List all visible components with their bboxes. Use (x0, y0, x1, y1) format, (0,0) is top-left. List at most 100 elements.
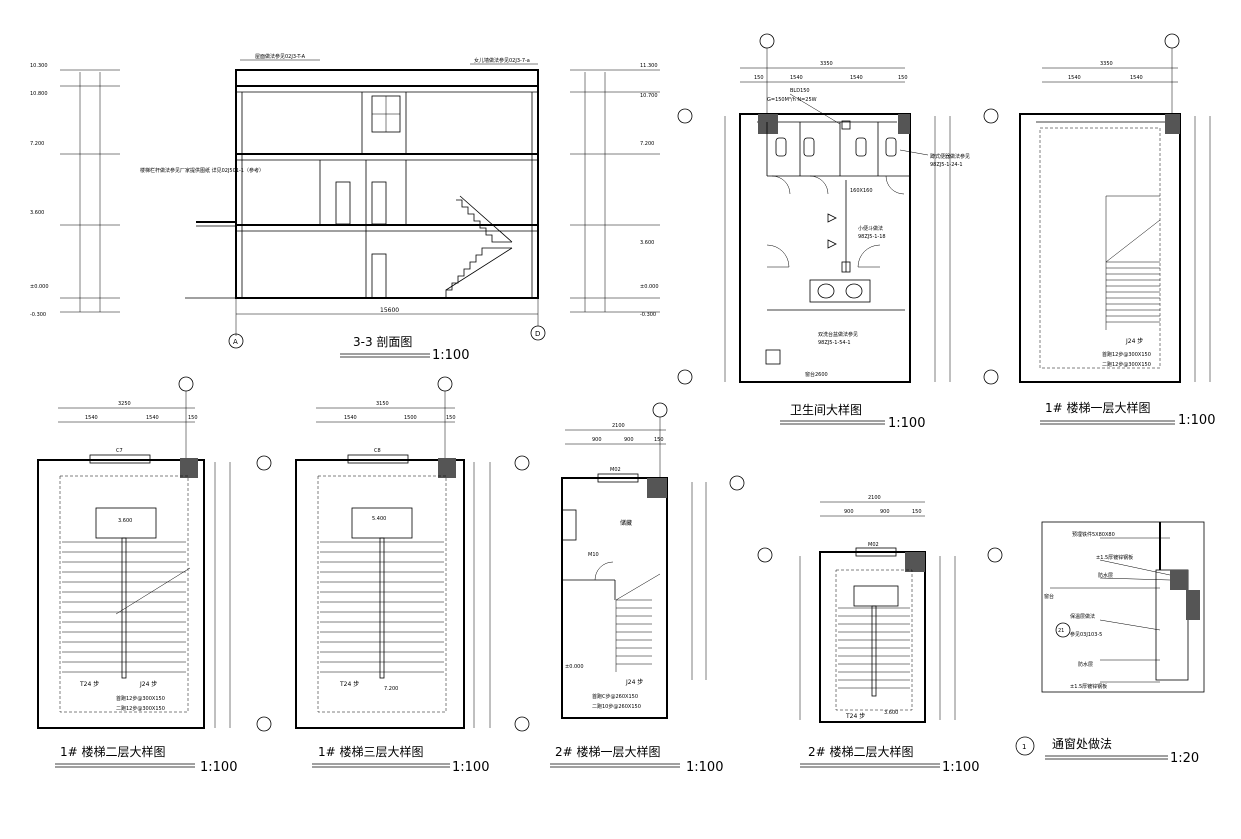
s13-dim-3: 150 (446, 415, 456, 421)
s12-level: 3.600 (118, 518, 132, 524)
level-l-1: 10.300 (30, 63, 48, 69)
s22-level: 3.600 (884, 710, 898, 716)
s11-treads (1106, 261, 1160, 323)
s22-scale: 1:100 (942, 760, 979, 775)
s13-window: C8 (374, 448, 381, 454)
detail-scale: 1:20 (1170, 751, 1199, 766)
detail-title: 通窗处做法 (1052, 736, 1112, 751)
level-l-4: 3.600 (30, 210, 44, 216)
s12-note3: 二跑12步@300X150 (116, 705, 165, 712)
s11-dim-total: 3350 (1100, 61, 1113, 67)
detail-window: 预埋铁件5X80X80 ±1.5厚镀锌钢板 防水层 窗台 保温层做法 参见03J… (1015, 521, 1205, 766)
section-note-stair: 楼梯栏杆做法参见厂家提供图纸 详见02J501-1（参考） (140, 167, 264, 174)
toilet-note5: 双洗台盆做法参见 (818, 331, 858, 338)
toilet-note5b: 98ZJ5-1-54-1 (818, 340, 851, 346)
s21-treads (616, 599, 652, 665)
s12-scale: 1:100 (200, 760, 237, 775)
s21-level: ±0.000 (565, 664, 584, 670)
level-r-3: 7.200 (640, 141, 654, 147)
s12-note1: J24 步 (139, 680, 157, 688)
toilet-note3b: 98ZJ5-1-24-1 (930, 162, 963, 168)
s22-dim-1: 900 (844, 509, 854, 515)
s13-scale: 1:100 (452, 760, 489, 775)
section-3-3: A D 15600 屋面做法参见02J3-T-A 女儿墙做法参见02J3-7-a… (30, 53, 660, 363)
s22-mark: T24 步 (845, 712, 865, 720)
s21-scale: 1:100 (686, 760, 723, 775)
section-note-parapet: 女儿墙做法参见02J3-7-a (474, 57, 530, 64)
section-scale: 1:100 (432, 348, 469, 363)
s13-mark: T24 步 (339, 680, 359, 688)
s13-dim-2: 1500 (404, 415, 417, 421)
s12-title: 1# 楼梯二层大样图 (60, 744, 166, 759)
section-note-roof: 屋面做法参见02J3-T-A (255, 53, 306, 60)
s21-title: 2# 楼梯一层大样图 (555, 744, 661, 759)
level-l-2: 10.800 (30, 91, 48, 97)
toilet-detail: 3350 150 1540 1540 150 窗台2600 (677, 33, 1180, 431)
detail-note-5: 保温层做法 (1070, 613, 1095, 620)
stair2-floor1: 2100 900 900 150 M02 储藏 M10 ±0.000 J24 步… (550, 402, 745, 775)
stair1-floor2: 3250 1540 1540 150 C7 3.600 J24 步 T24 步 … (37, 376, 272, 775)
toilet-note4: 小便斗做法 (858, 225, 883, 232)
s11-note1: J24 步 (1125, 337, 1143, 345)
s21-note1: J24 步 (625, 678, 643, 686)
s22-treads (838, 607, 910, 689)
section-dim-total: 15600 (380, 307, 399, 314)
level-l-3: 7.200 (30, 141, 44, 147)
s22-dim-3: 150 (912, 509, 922, 515)
level-l-5: ±0.000 (30, 284, 49, 290)
s13-treads (320, 541, 444, 673)
stair2-floor2: 2100 900 900 150 M02 3.600 T24 步 2# 楼梯二层… (757, 495, 1003, 775)
detail-number: 1 (1022, 743, 1026, 751)
s12-note2: 首跑12步@300X150 (116, 695, 165, 702)
detail-note-7: 防水层 (1078, 661, 1093, 668)
s21-door: M02 (610, 467, 621, 473)
s22-door: M02 (868, 542, 879, 548)
s11-note2: 首跑12步@300X150 (1102, 351, 1151, 358)
axis-a: A (233, 338, 238, 346)
level-r-1: 11.300 (640, 63, 658, 69)
s12-dim-3: 150 (188, 415, 198, 421)
toilet-dim-3: 1540 (850, 75, 863, 81)
s21-note3: 二跑10步@260X150 (592, 703, 641, 710)
toilet-title: 卫生间大样图 (790, 402, 862, 417)
s12-window: C7 (116, 448, 123, 454)
toilet-vent: 160X160 (850, 188, 873, 194)
level-l-6: -0.300 (30, 312, 46, 318)
toilet-scale: 1:100 (888, 416, 925, 431)
s21-note2: 首跑C步@260X150 (592, 693, 638, 700)
s11-note3: 二跑12步@300X150 (1102, 361, 1151, 368)
s13-level2: 7.200 (384, 686, 398, 692)
s13-level: 5.400 (372, 516, 386, 522)
s21-dim-2: 900 (624, 437, 634, 443)
level-r-6: -0.300 (640, 312, 656, 318)
s22-dim-2: 900 (880, 509, 890, 515)
level-r-5: ±0.000 (640, 284, 659, 290)
level-r-4: 3.600 (640, 240, 654, 246)
s21-dim-total: 2100 (612, 423, 625, 429)
detail-ref: 21 (1058, 628, 1064, 634)
s12-dim-total: 3250 (118, 401, 131, 407)
section-title: 3-3 剖面图 (353, 335, 412, 349)
s11-dim-1: 1540 (1068, 75, 1081, 81)
stair1-floor1: 3350 1540 1540 J24 步 首跑12步@300X150 二跑12步… (1019, 48, 1215, 428)
toilet-dim-4: 150 (898, 75, 908, 81)
toilet-dim-1: 150 (754, 75, 764, 81)
s12-treads (62, 541, 186, 673)
detail-note-6: 参见03J103-5 (1070, 631, 1102, 638)
s22-title: 2# 楼梯二层大样图 (808, 744, 914, 759)
stair1-floor3: 3150 1540 1500 150 C8 5.400 T24 步 7.200 … (295, 376, 530, 775)
toilet-note4b: 98ZJ5-1-18 (858, 234, 886, 240)
toilet-floor: 窗台2600 (805, 371, 828, 378)
level-r-2: 10.700 (640, 93, 658, 99)
detail-note-3: 防水层 (1098, 572, 1113, 579)
s13-dim-total: 3150 (376, 401, 389, 407)
s13-title: 1# 楼梯三层大样图 (318, 744, 424, 759)
detail-note-2: ±1.5厚镀锌钢板 (1096, 554, 1133, 561)
s21-dim-1: 900 (592, 437, 602, 443)
detail-note-8: ±1.5厚镀锌钢板 (1070, 683, 1107, 690)
toilet-note1: BLD150 (790, 88, 810, 94)
toilet-note2: G=150M³/h N=25W (767, 97, 817, 103)
s21-dim-3: 150 (654, 437, 664, 443)
toilet-dim-2: 1540 (790, 75, 803, 81)
